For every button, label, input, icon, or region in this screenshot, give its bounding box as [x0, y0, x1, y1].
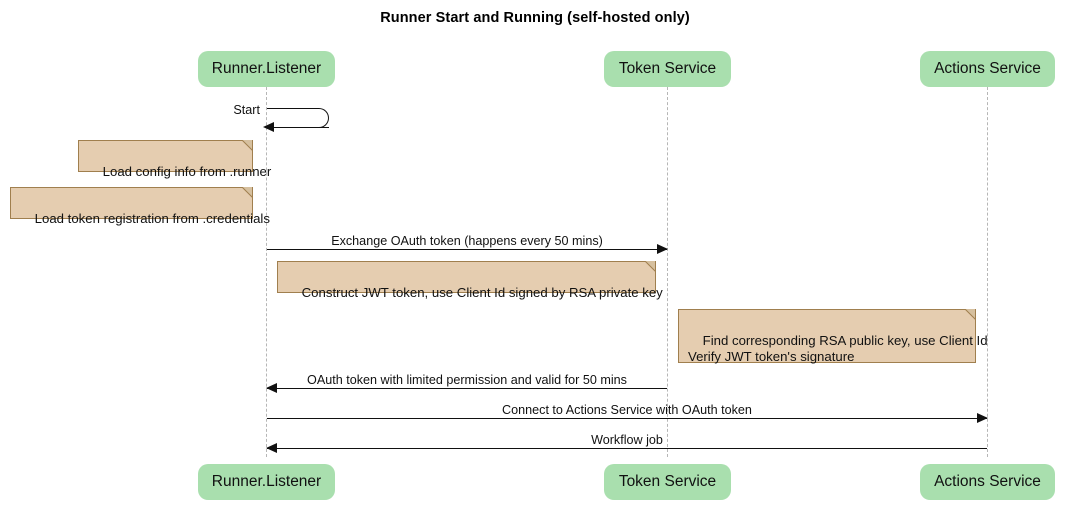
participant-label: Token Service: [618, 473, 717, 490]
message-exchange-label: Exchange OAuth token (happens every 50 m…: [331, 234, 603, 248]
note-text: Load config info from .runner: [102, 164, 272, 179]
message-oauth-return-label: OAuth token with limited permission and …: [307, 373, 627, 387]
note-fold-right-icon: [975, 309, 976, 321]
arrowhead-right-icon: [657, 244, 668, 254]
note-construct-jwt: Construct JWT token, use Client Id signe…: [277, 261, 663, 300]
participant-label: Runner.Listener: [211, 60, 322, 77]
self-message-loop: [267, 108, 329, 128]
arrowhead-left-icon: [263, 122, 274, 132]
note-text: Construct JWT token, use Client Id signe…: [301, 285, 663, 300]
arrowhead-left-icon: [266, 383, 277, 393]
participant-label: Actions Service: [934, 473, 1041, 490]
lifeline-actions: [987, 87, 988, 457]
note-text: Find corresponding RSA public key, use C…: [688, 333, 988, 364]
diagram-title: Runner Start and Running (self-hosted on…: [380, 10, 690, 26]
message-workflow-line: [267, 448, 987, 449]
participant-token-top[interactable]: Token Service: [604, 51, 731, 87]
message-oauth-return-line: [267, 388, 667, 389]
participant-runner-bottom[interactable]: Runner.Listener: [198, 464, 335, 500]
participant-actions-top[interactable]: Actions Service: [920, 51, 1055, 87]
participant-actions-bottom[interactable]: Actions Service: [920, 464, 1055, 500]
message-connect-line: [267, 418, 987, 419]
message-exchange-line: [267, 249, 667, 250]
message-workflow-label: Workflow job: [591, 433, 663, 447]
lifeline-token: [667, 87, 668, 457]
participant-token-bottom[interactable]: Token Service: [604, 464, 731, 500]
participant-label: Token Service: [618, 60, 717, 77]
note-fold-right-icon: [252, 140, 253, 152]
self-message-return-line: [272, 127, 329, 128]
message-start-label: Start: [233, 103, 260, 117]
note-text: Load token registration from .credential…: [34, 211, 270, 226]
note-verify-jwt: Find corresponding RSA public key, use C…: [678, 309, 988, 364]
arrowhead-left-icon: [266, 443, 277, 453]
participant-label: Actions Service: [934, 60, 1041, 77]
note-load-config: Load config info from .runner: [78, 140, 271, 179]
note-fold-right-icon: [252, 187, 253, 199]
message-connect-label: Connect to Actions Service with OAuth to…: [502, 403, 752, 417]
note-fold-right-icon: [655, 261, 656, 273]
lifeline-runner: [266, 87, 267, 457]
note-load-token-registration: Load token registration from .credential…: [10, 187, 270, 226]
participant-runner-top[interactable]: Runner.Listener: [198, 51, 335, 87]
arrowhead-right-icon: [977, 413, 988, 423]
participant-label: Runner.Listener: [211, 473, 322, 490]
